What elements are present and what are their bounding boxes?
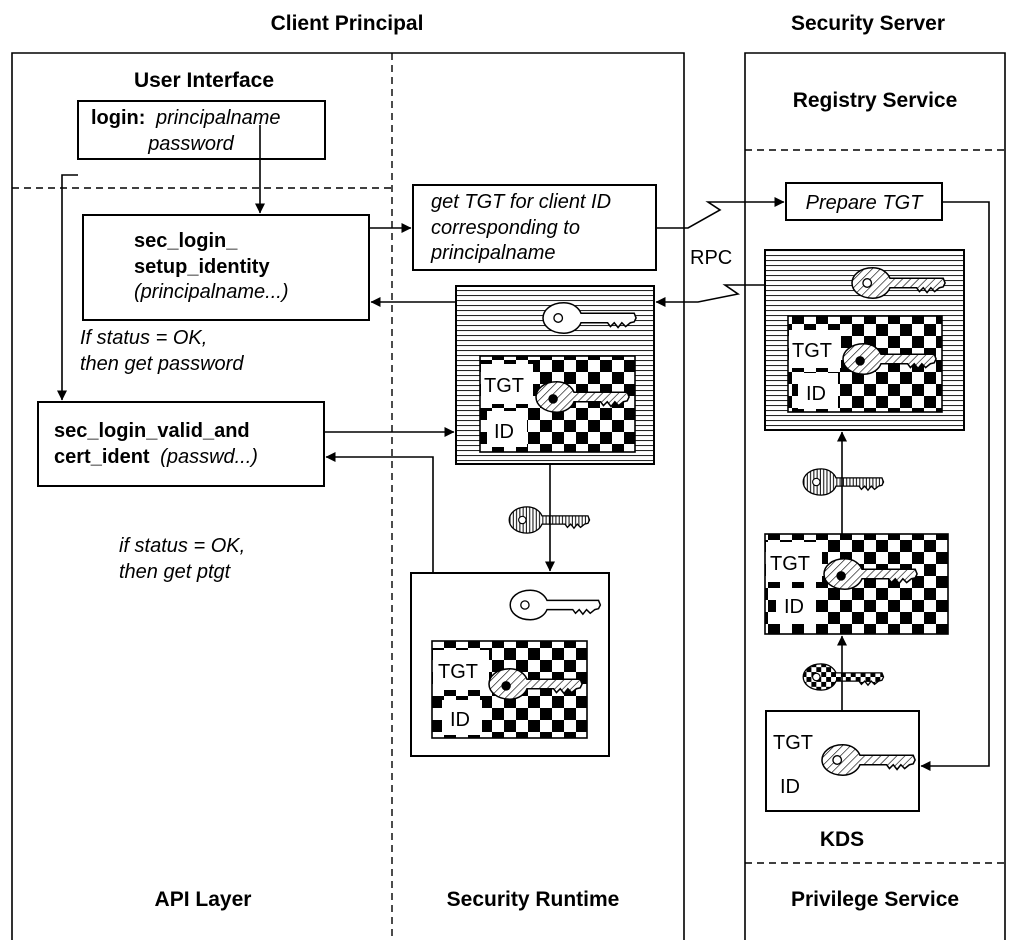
setup-identity-line2: setup_identity — [134, 256, 270, 278]
login-prompt-box — [77, 100, 326, 160]
kds-ticket-tgt: TGT — [770, 553, 810, 575]
checkered-key-icon — [802, 663, 885, 691]
striped-key-icon — [802, 468, 885, 496]
client-principal-frame — [11, 52, 685, 940]
registry-ticket-tgt: TGT — [792, 340, 832, 362]
registry-service-label: Registry Service — [793, 89, 958, 112]
valid-and-cert-bold: cert_ident — [54, 446, 150, 468]
runtime-ticket-tgt: TGT — [484, 375, 524, 397]
kds-label: KDS — [820, 828, 864, 851]
arrow-prepare-to-kds — [920, 201, 990, 771]
status-note-password-line1: If status = OK, — [80, 327, 207, 349]
setup-identity-line1: sec_login_ — [134, 230, 238, 252]
login-keyword: login: — [91, 107, 145, 129]
status-note-ptgt-line1: if status = OK, — [119, 535, 245, 557]
setup-identity-line3: (principalname...) — [134, 281, 289, 303]
valid-and-cert-line2: cert_ident (passwd...) — [54, 446, 258, 468]
status-note-password-line2: then get password — [80, 353, 244, 375]
arrow-rpc-request — [656, 197, 785, 229]
tgt-request-box — [412, 184, 657, 271]
kds-source-tgt: TGT — [773, 732, 813, 754]
decrypted-ticket-id: ID — [450, 709, 470, 731]
arrow-login-to-valid — [57, 174, 78, 401]
kds-source-box: TGT ID — [765, 710, 920, 812]
login-principal: principalname — [155, 107, 281, 129]
flow-arrows — [57, 125, 990, 771]
security-server-frame — [744, 52, 1006, 940]
valid-and-cert-box — [37, 401, 325, 487]
tgt-request-line1: get TGT for client ID — [431, 191, 611, 213]
privilege-service-label: Privilege Service — [791, 888, 959, 911]
registry-ticket-id: ID — [806, 383, 826, 405]
tgt-request-line3: principalname — [430, 242, 556, 264]
runtime-ticket-id: ID — [494, 421, 514, 443]
setup-identity-box — [82, 214, 370, 321]
arrow-rpc-reply — [655, 284, 765, 307]
kds-source-id: ID — [780, 776, 800, 798]
tgt-request-line2: corresponding to — [431, 217, 580, 239]
login-password: password — [147, 133, 234, 155]
user-interface-label: User Interface — [134, 69, 274, 92]
kds-ticket-id: ID — [784, 596, 804, 618]
client-principal-header: Client Principal — [271, 12, 424, 35]
registry-encrypted-ticket: TGT ID — [764, 249, 965, 431]
api-layer-label: API Layer — [155, 888, 252, 911]
kds-ticket: TGT ID — [764, 533, 949, 635]
status-note-ptgt-line2: then get ptgt — [119, 561, 232, 583]
prepare-tgt-box — [785, 182, 943, 221]
security-runtime-label: Security Runtime — [447, 888, 620, 911]
security-server-header: Security Server — [791, 12, 945, 35]
runtime-encrypted-ticket: TGT ID — [455, 285, 655, 465]
login-prompt-line: login: principalname — [91, 107, 281, 129]
valid-and-cert-args: (passwd...) — [160, 446, 258, 468]
runtime-decrypted-ticket: TGT ID — [410, 572, 610, 757]
decrypted-ticket-tgt: TGT — [438, 661, 478, 683]
valid-and-cert-line1: sec_login_valid_and — [54, 420, 250, 442]
arrow-decrypted-to-valid — [325, 452, 434, 573]
rpc-label: RPC — [690, 247, 732, 269]
prepare-tgt-label: Prepare TGT — [806, 192, 924, 214]
